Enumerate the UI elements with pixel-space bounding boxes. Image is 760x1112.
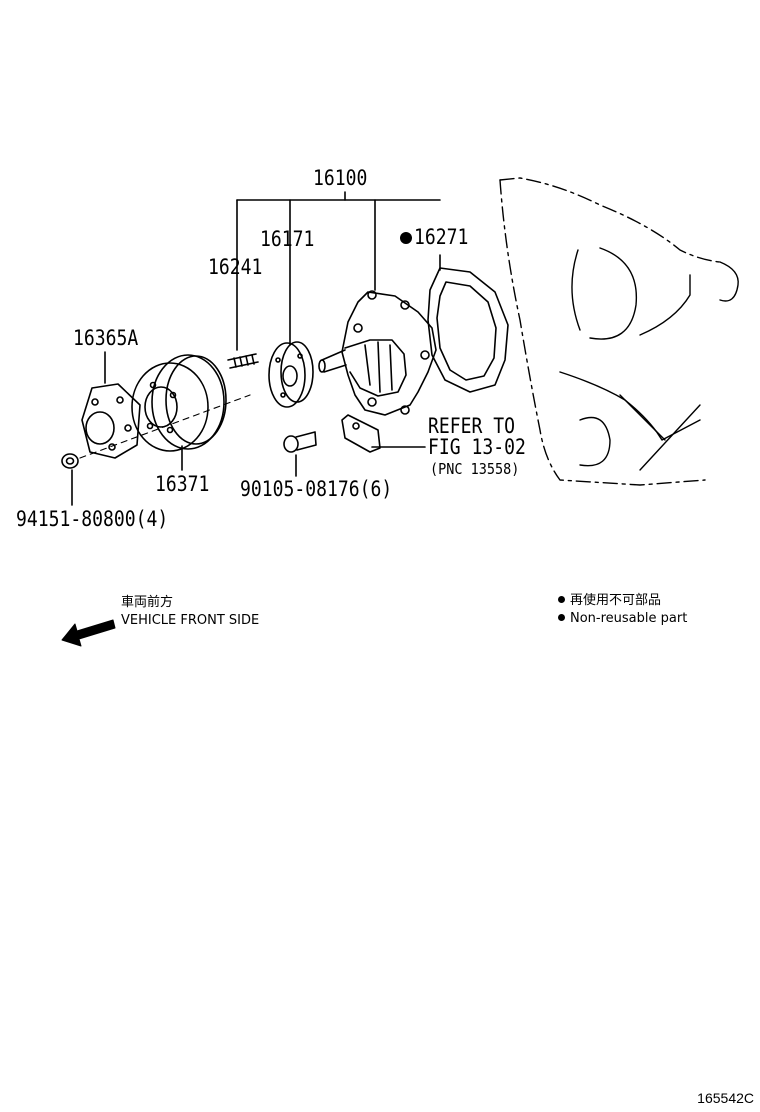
label-16241: 16241: [208, 255, 263, 279]
legend-dot-icon: [558, 596, 565, 603]
stud-16241: [227, 353, 259, 369]
bolt-90105: [283, 431, 317, 453]
gasket-16271: [427, 267, 509, 393]
label-90105: 90105-08176(6): [240, 477, 393, 501]
bolt-94151: [61, 453, 79, 469]
flange-16171: [268, 341, 314, 408]
legend-en-row: Non-reusable part: [558, 610, 687, 628]
water-pump: [318, 290, 437, 416]
fan-coupling-16365a: [81, 383, 141, 459]
legend: 再使用不可部品 Non-reusable part: [558, 592, 687, 628]
label-16365a: 16365A: [73, 326, 139, 350]
legend-jp: 再使用不可部品: [570, 593, 662, 608]
label-16171: 16171: [260, 227, 315, 251]
direction-en: VEHICLE FRONT SIDE: [121, 613, 260, 628]
label-16371: 16371: [155, 472, 210, 496]
refer-line-1: REFER TO: [428, 414, 515, 438]
refer-line-3: (PNC 13558): [430, 460, 520, 478]
refer-line-2: FIG 13-02: [428, 435, 526, 459]
engine-cover: [499, 177, 739, 486]
label-16100: 16100: [313, 166, 368, 190]
nonreusable-dot-icon: [400, 232, 412, 244]
legend-dot-icon: [558, 614, 565, 621]
bracket: [341, 414, 381, 453]
legend-en: Non-reusable part: [570, 611, 688, 626]
figure-id: 165542C: [697, 1090, 754, 1106]
direction-jp: 車両前方: [121, 595, 174, 610]
leader-16100: [236, 191, 441, 351]
label-16271: 16271: [414, 225, 469, 249]
label-94151: 94151-80800(4): [16, 507, 169, 531]
front-arrow-icon: [61, 619, 116, 647]
direction-label: 車両前方 VEHICLE FRONT SIDE: [121, 594, 259, 630]
legend-jp-row: 再使用不可部品: [558, 592, 687, 610]
pulley-16371: [131, 354, 227, 452]
